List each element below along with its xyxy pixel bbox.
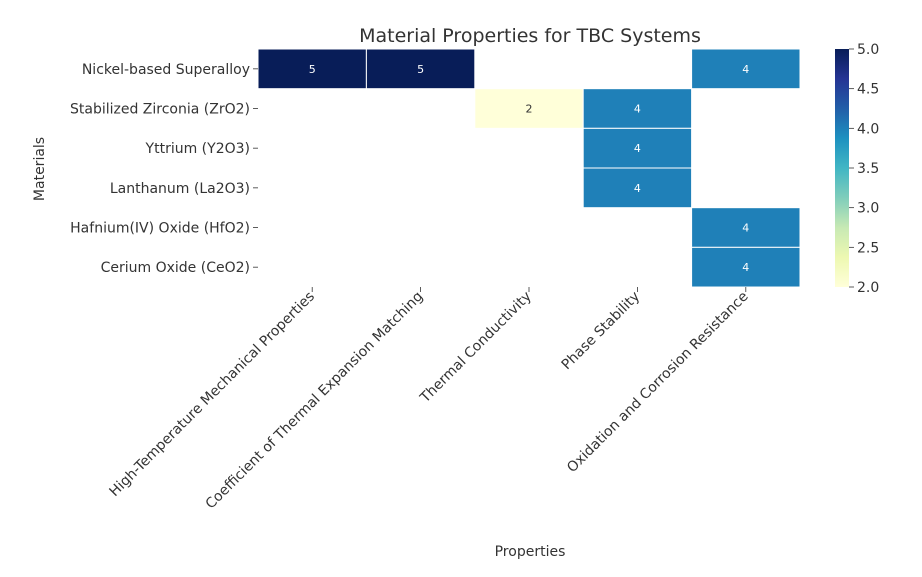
heatmap-cell bbox=[365, 48, 476, 90]
cell-value-label: 4 bbox=[742, 261, 749, 274]
heatmap-cell bbox=[691, 48, 801, 90]
colorbar-tick-label: 2.0 bbox=[857, 280, 879, 296]
row-label: Stabilized Zirconia (ZrO2) bbox=[70, 102, 250, 118]
column-labels: High-Temperature Mechanical PropertiesCo… bbox=[107, 287, 752, 512]
row-label: Nickel-based Superalloy bbox=[82, 62, 250, 78]
y-axis-label: Materials bbox=[32, 137, 48, 201]
colorbar-tick-label: 5.0 bbox=[857, 42, 879, 58]
heatmap-cell bbox=[582, 167, 693, 209]
heatmap-cells: 5 5 4 2 4 4 4 4 4 bbox=[257, 48, 801, 288]
cell-value-label: 4 bbox=[742, 222, 749, 235]
cell-value-label: 5 bbox=[417, 63, 424, 76]
row-label: Yttrium (Y2O3) bbox=[145, 141, 250, 157]
heatmap-cell bbox=[691, 207, 801, 248]
heatmap-cell bbox=[257, 48, 367, 90]
heatmap-cell bbox=[582, 127, 693, 169]
chart-title: Material Properties for TBC Systems bbox=[359, 25, 701, 47]
colorbar-tick-label: 4.0 bbox=[857, 121, 879, 137]
row-label: Cerium Oxide (CeO2) bbox=[101, 260, 250, 276]
colorbar: 2.0 2.5 3.0 3.5 4.0 4.5 5.0 bbox=[835, 42, 879, 296]
x-axis-label: Properties bbox=[495, 544, 566, 560]
colorbar-tick-label: 4.5 bbox=[857, 82, 879, 98]
column-label: High-Temperature Mechanical Properties bbox=[107, 289, 318, 500]
colorbar-gradient bbox=[835, 49, 849, 287]
cell-value-label: 5 bbox=[309, 63, 316, 76]
colorbar-tick-label: 3.5 bbox=[857, 161, 879, 177]
cell-value-label: 2 bbox=[526, 103, 533, 116]
row-label: Lanthanum (La2O3) bbox=[110, 181, 250, 197]
colorbar-tick-label: 2.5 bbox=[857, 240, 879, 256]
column-label: Phase Stability bbox=[559, 289, 644, 374]
row-label: Hafnium(IV) Oxide (HfO2) bbox=[70, 221, 250, 237]
column-label: Thermal Conductivity bbox=[417, 289, 535, 407]
cell-value-label: 4 bbox=[634, 182, 641, 195]
column-label: Coefficient of Thermal Expansion Matchin… bbox=[203, 289, 427, 513]
cell-value-label: 4 bbox=[634, 103, 641, 116]
colorbar-tick-label: 3.0 bbox=[857, 201, 879, 217]
cell-value-label: 4 bbox=[742, 63, 749, 76]
column-label: Oxidation and Corrosion Resistance bbox=[564, 289, 751, 476]
cell-value-label: 4 bbox=[634, 142, 641, 155]
